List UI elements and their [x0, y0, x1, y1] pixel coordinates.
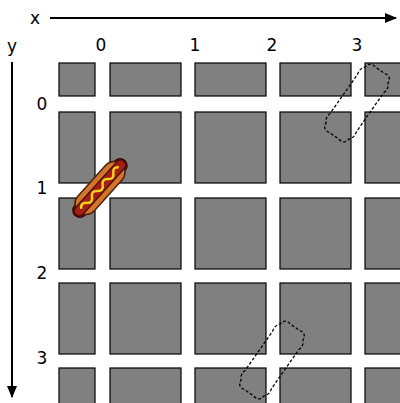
axis-name: y	[7, 38, 17, 55]
city-block	[59, 112, 95, 183]
city-block	[280, 198, 351, 269]
x-coordinate: 2	[267, 37, 278, 54]
city-block	[280, 112, 351, 183]
y-coordinate: 2	[37, 265, 48, 282]
y-coordinate: 3	[37, 350, 48, 367]
y-axis-arrow	[11, 62, 13, 397]
x-coordinate: 0	[96, 37, 107, 54]
city-block	[280, 63, 351, 96]
city-block	[365, 112, 400, 183]
city-block	[365, 198, 400, 269]
city-block	[195, 63, 266, 96]
x-coordinate: 1	[190, 37, 201, 54]
city-block	[59, 368, 95, 403]
city-block	[110, 63, 181, 96]
city-block	[110, 198, 181, 269]
x-coordinate: 3	[352, 37, 363, 54]
city-block	[365, 368, 400, 403]
city-block	[59, 63, 95, 96]
city-block	[195, 283, 266, 354]
city-block	[195, 112, 266, 183]
y-coordinate: 0	[37, 96, 48, 113]
city-blocks	[59, 63, 400, 403]
city-block	[365, 63, 400, 96]
hot-dog	[67, 153, 133, 223]
dashed-target-outline	[320, 60, 394, 145]
x-axis-arrow	[50, 17, 396, 19]
city-block	[280, 283, 351, 354]
city-block	[280, 368, 351, 403]
axis-name: x	[30, 10, 40, 27]
city-block	[195, 198, 266, 269]
city-block	[365, 283, 400, 354]
city-block	[59, 283, 95, 354]
city-block	[110, 368, 181, 403]
y-coordinate: 1	[37, 180, 48, 197]
dashed-target-outline	[235, 317, 309, 402]
city-block	[110, 283, 181, 354]
